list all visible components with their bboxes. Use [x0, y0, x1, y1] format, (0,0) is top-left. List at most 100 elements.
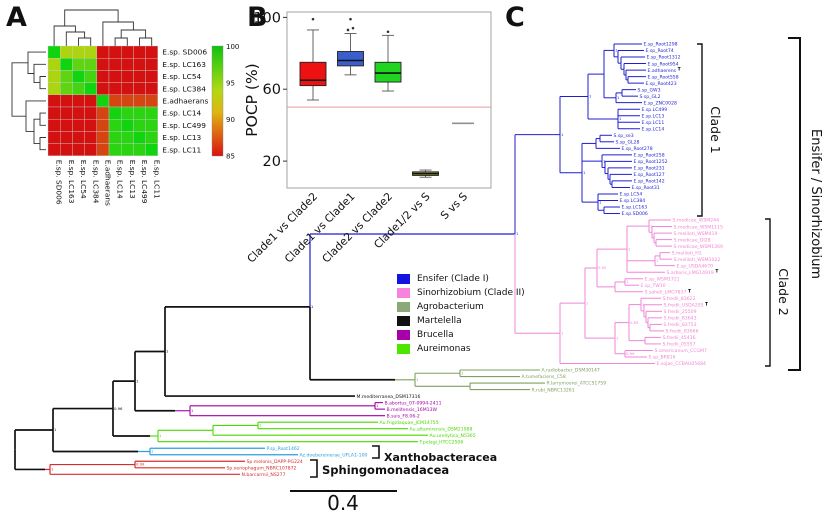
tree-leaf-label: E.sp_ZNC0028 [644, 100, 678, 106]
tree-support-value: 1 [166, 349, 169, 354]
plot-border [286, 11, 492, 189]
heatmap-cell [108, 58, 122, 71]
tree-support-value: 1 [376, 403, 379, 408]
legend-swatch [397, 344, 410, 354]
heatmap-cell [72, 58, 85, 71]
legend-label: Brucella [417, 330, 454, 340]
dendrogram-top [53, 9, 153, 46]
legend-swatch [397, 288, 410, 298]
tree-support-value: 1 [619, 116, 622, 121]
tree-leaf-label: E.sp_WSM1721 [645, 276, 680, 282]
tree-support-value: 1 [516, 231, 519, 236]
tree-support-value: 0.83 [630, 320, 639, 325]
heatmap-cell [145, 70, 158, 83]
heatmap-cell [72, 119, 85, 132]
tree-leaf-label: E.sp_Root558 [648, 74, 679, 80]
tree-leaf-label: Az.doebereinerae_UFLA1-100 [300, 452, 368, 458]
heatmap-cell [133, 45, 146, 59]
tree-leaf-label: A.radiobacter_DSM30147 [542, 368, 600, 374]
tree-leaf-label: S.sp_GL2 [640, 94, 661, 100]
heatmap-cell [121, 58, 134, 71]
heatmap-col-label: E.sp. LC11 [152, 160, 161, 199]
legend-item: Aureimonas [397, 342, 567, 356]
tree-support-value: 1 [51, 467, 54, 472]
tree-support-value: 1 [561, 330, 564, 335]
heatmap-col-label: E.sp. LC163 [67, 160, 76, 204]
heatmap-cell [72, 45, 85, 59]
tree-leaf-label: S.meliloti_WSM419 [674, 231, 718, 237]
heatmap-cell [108, 82, 122, 95]
tree-leaf-label: M.mediterranea_DSM17316 [357, 394, 421, 400]
heatmap-cell [47, 82, 61, 95]
tree-support-value: 1 [416, 377, 419, 382]
heatmap-cell [96, 94, 110, 108]
tree-leaf-label: N.barcarmii_NS277 [242, 472, 286, 478]
tree-leaf-label: S.fredii_83666 [666, 329, 699, 335]
heatmap-cell [133, 70, 146, 83]
sphingomonadacea-bracket [310, 459, 318, 478]
heatmap-cell [84, 119, 97, 132]
tree-legend: Ensifer (Clade I)Sinorhizobium (Clade II… [397, 272, 567, 356]
heatmap-cell [47, 45, 61, 59]
legend-label: Ensifer (Clade I) [417, 274, 489, 284]
heatmap-cell [60, 143, 73, 156]
heatmap-row-label: E.sp. LC11 [162, 145, 201, 154]
xanthobacteracea-bracket [372, 445, 380, 459]
tree-leaf-label: E.sp_Root258 [634, 153, 665, 159]
heatmap-cell [145, 58, 158, 71]
heatmap-cell [108, 119, 122, 132]
heatmap-cell [121, 143, 134, 156]
tree-leaf-label: E.sp.LC499 [642, 107, 668, 113]
tree-leaf-label: E.sp.LC163 [622, 205, 648, 211]
tree-leaf-label: Au.ureilytica_N5365 [430, 433, 476, 439]
heatmap-cell [60, 45, 73, 59]
heatmap-cell [96, 106, 110, 120]
y-tick-label: 20 [263, 154, 281, 170]
heatmap-row-label: E.sp. LC13 [162, 133, 201, 142]
tree-support-value: 1 [628, 246, 631, 251]
heatmap-cell [47, 70, 61, 83]
heatmap-cell [145, 119, 158, 132]
heatmap-cell [47, 58, 61, 71]
heatmap-cell [60, 82, 73, 95]
tree-leaf-label: S.americanum_CCGM7 [655, 348, 708, 354]
panel-label-a: A [6, 2, 27, 33]
legend-label: Martelella [417, 316, 462, 326]
tree-support-value: 0.92 [598, 265, 607, 270]
tree-support-value: 1 [151, 449, 154, 454]
heatmap-cell [133, 58, 146, 71]
outlier-point [351, 26, 355, 30]
heatmap-col-label: E.adhaerans [104, 160, 113, 206]
tree-branches: E.sp_Root1298E.sp_Root74E.sp_Root1312E.s… [14, 42, 724, 478]
tree-support-value: 1 [191, 408, 194, 413]
colorbar [211, 45, 224, 157]
tree-support-value: 1 [617, 95, 620, 100]
heatmap-cell [121, 106, 134, 120]
tree-leaf-label: E.sp.LC14 [642, 126, 665, 132]
heatmap-cell [72, 106, 85, 120]
tree-leaf-label: S.fredii_83643 [664, 316, 697, 322]
tree-support-value: 1 [626, 279, 629, 284]
heatmap-cell [96, 70, 110, 83]
heatmap-cell [84, 82, 97, 95]
tree-leaf-label: S.medicae_WSM1115 [674, 224, 724, 230]
outlier-point [349, 17, 352, 21]
tree-leaf-label: Au.frigidaquae_JCM14755 [380, 420, 439, 426]
heatmap-row-label: E.sp. LC54 [162, 72, 201, 81]
heatmap-col-label: E.sp. LC14 [116, 160, 125, 199]
legend-label: Agrobacterium [417, 302, 484, 312]
tree-support-value: 0.99 [136, 462, 145, 467]
tree-leaf-label: E.sp_Root1312 [647, 55, 681, 61]
tree-leaf-label: Sp.melonis_DAPP-PG224 [247, 459, 303, 465]
heatmap-cell [47, 131, 61, 144]
y-tick-label: 60 [263, 82, 281, 98]
legend-swatch [397, 330, 410, 340]
outlier-point [386, 30, 390, 34]
heatmap-cell [84, 45, 97, 59]
heatmap-cell [121, 70, 134, 83]
tree-leaf-label: E.sp.SD006 [622, 211, 648, 217]
heatmap-cell [60, 119, 73, 132]
heatmap-cell [84, 143, 97, 156]
